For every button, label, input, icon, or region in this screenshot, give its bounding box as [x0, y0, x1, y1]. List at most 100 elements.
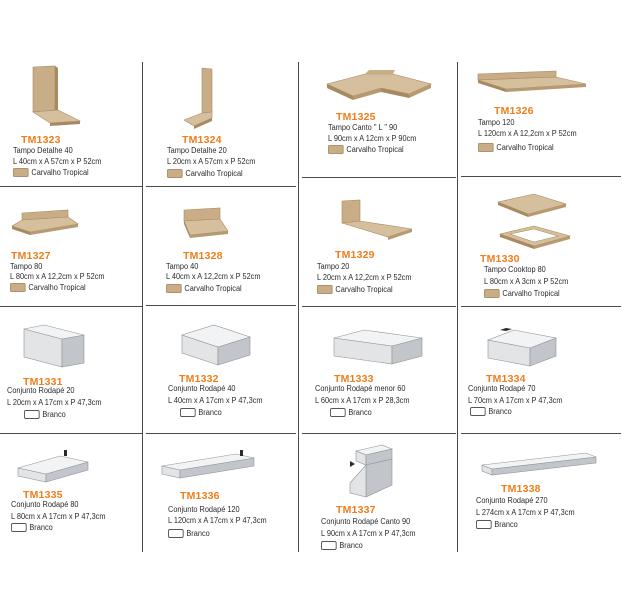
product-name: Conjunto Rodapé 270 — [476, 496, 548, 505]
finish-swatch — [470, 407, 486, 416]
white-baseboard-270-icon — [481, 452, 597, 476]
wood-l-panel-icon — [32, 65, 82, 126]
product-finish: Carvalho Tropical — [10, 283, 86, 292]
white-baseboard-120-icon — [161, 450, 255, 479]
product-code: TM1329 — [335, 249, 375, 261]
product-finish: Branco — [11, 523, 53, 532]
product-finish: Carvalho Tropical — [166, 284, 242, 293]
product-finish: Branco — [470, 407, 512, 416]
product-finish: Branco — [24, 410, 66, 419]
product-code: TM1338 — [501, 483, 541, 495]
product-name: Conjunto Rodapé 70 — [468, 384, 536, 393]
finish-swatch — [330, 408, 346, 417]
finish-label: Branco — [186, 529, 210, 538]
finish-swatch — [166, 284, 182, 293]
finish-label: Carvalho Tropical — [28, 283, 86, 292]
product-name: Tampo 40 — [166, 262, 199, 271]
product-name: Conjunto Rodapé menor 60 — [315, 384, 406, 393]
finish-swatch — [167, 169, 183, 178]
white-baseboard-60-icon — [333, 329, 423, 365]
product-dimensions: L 120cm x A 12,2cm x P 52cm — [478, 129, 577, 138]
row-divider — [0, 433, 142, 434]
finish-label: Carvalho Tropical — [496, 143, 554, 152]
row-divider — [461, 306, 621, 307]
finish-label: Branco — [29, 523, 53, 532]
product-dimensions: L 274cm x A 17cm x P 47,3cm — [476, 508, 575, 517]
row-divider — [461, 433, 621, 434]
finish-label: Branco — [494, 520, 518, 529]
product-dimensions: L 120cm x A 17cm x P 47,3cm — [168, 516, 267, 525]
column-divider — [457, 62, 458, 552]
product-code: TM1333 — [334, 373, 374, 385]
finish-label: Carvalho Tropical — [335, 285, 393, 294]
product-name: Tampo Detalhe 20 — [167, 146, 227, 155]
finish-label: Branco — [488, 407, 512, 416]
product-name: Conjunto Rodapé 40 — [168, 384, 236, 393]
product-code: TM1336 — [180, 490, 220, 502]
finish-label: Branco — [339, 541, 363, 550]
product-dimensions: L 80cm x A 3cm x P 52cm — [484, 277, 569, 286]
finish-label: Branco — [348, 408, 372, 417]
product-name: Tampo Canto " L " 90 — [328, 123, 398, 132]
wood-top-40-icon — [183, 207, 229, 238]
product-name: Tampo Detalhe 40 — [13, 146, 73, 155]
product-name: Tampo 120 — [478, 118, 515, 127]
product-name: Conjunto Rodapé 80 — [11, 500, 79, 509]
product-dimensions: L 90cm x A 17cm x P 47,3cm — [321, 529, 416, 538]
product-dimensions: L 20cm x A 57cm x P 52cm — [167, 157, 256, 166]
wood-top-80-icon — [11, 209, 79, 235]
product-name: Tampo 80 — [10, 262, 43, 271]
product-code: TM1328 — [183, 250, 223, 262]
product-name: Conjunto Rodapé Canto 90 — [321, 517, 411, 526]
product-finish: Branco — [476, 520, 518, 529]
finish-swatch — [11, 523, 27, 532]
column-divider — [142, 62, 143, 552]
product-code: TM1331 — [23, 376, 63, 388]
wood-l-panel-narrow-icon — [183, 67, 213, 129]
finish-swatch — [478, 143, 494, 152]
column-divider — [298, 62, 299, 552]
product-finish: Branco — [321, 541, 363, 550]
white-baseboard-80-icon — [17, 450, 89, 483]
row-divider — [146, 433, 296, 434]
finish-swatch — [10, 283, 26, 292]
finish-label: Branco — [42, 410, 66, 419]
finish-label: Carvalho Tropical — [502, 289, 560, 298]
product-dimensions: L 70cm x A 17cm x P 47,3cm — [468, 396, 563, 405]
row-divider — [302, 306, 456, 307]
product-finish: Carvalho Tropical — [13, 168, 89, 177]
white-corner-baseboard-icon — [349, 444, 394, 498]
finish-swatch — [168, 529, 184, 538]
product-dimensions: L 40cm x A 12,2cm x P 52cm — [166, 272, 261, 281]
product-dimensions: L 60cm x A 17cm x P 28,3cm — [315, 396, 410, 405]
product-code: TM1323 — [21, 134, 61, 146]
product-finish: Branco — [330, 408, 372, 417]
product-code: TM1330 — [480, 253, 520, 265]
finish-swatch — [317, 285, 333, 294]
finish-swatch — [328, 145, 344, 154]
row-divider — [461, 176, 621, 177]
product-finish: Branco — [168, 529, 210, 538]
row-divider — [302, 177, 456, 178]
wood-long-top-icon — [477, 70, 587, 92]
finish-swatch — [476, 520, 492, 529]
product-name: Conjunto Rodapé 20 — [7, 386, 75, 395]
product-code: TM1332 — [179, 373, 219, 385]
row-divider — [146, 186, 296, 187]
white-baseboard-20-icon — [23, 324, 85, 368]
white-baseboard-70-icon — [486, 328, 558, 367]
row-divider — [302, 433, 456, 434]
finish-label: Carvalho Tropical — [31, 168, 89, 177]
row-divider — [146, 305, 296, 306]
finish-swatch — [24, 410, 40, 419]
wood-corner-top-icon — [326, 70, 432, 100]
product-code: TM1337 — [336, 504, 376, 516]
product-dimensions: L 20cm x A 12,2cm x P 52cm — [317, 273, 412, 282]
finish-swatch — [13, 168, 29, 177]
product-dimensions: L 40cm x A 57cm x P 52cm — [13, 157, 102, 166]
product-code: TM1334 — [486, 373, 526, 385]
product-finish: Carvalho Tropical — [484, 289, 560, 298]
product-finish: Carvalho Tropical — [317, 285, 393, 294]
product-finish: Carvalho Tropical — [478, 143, 554, 152]
